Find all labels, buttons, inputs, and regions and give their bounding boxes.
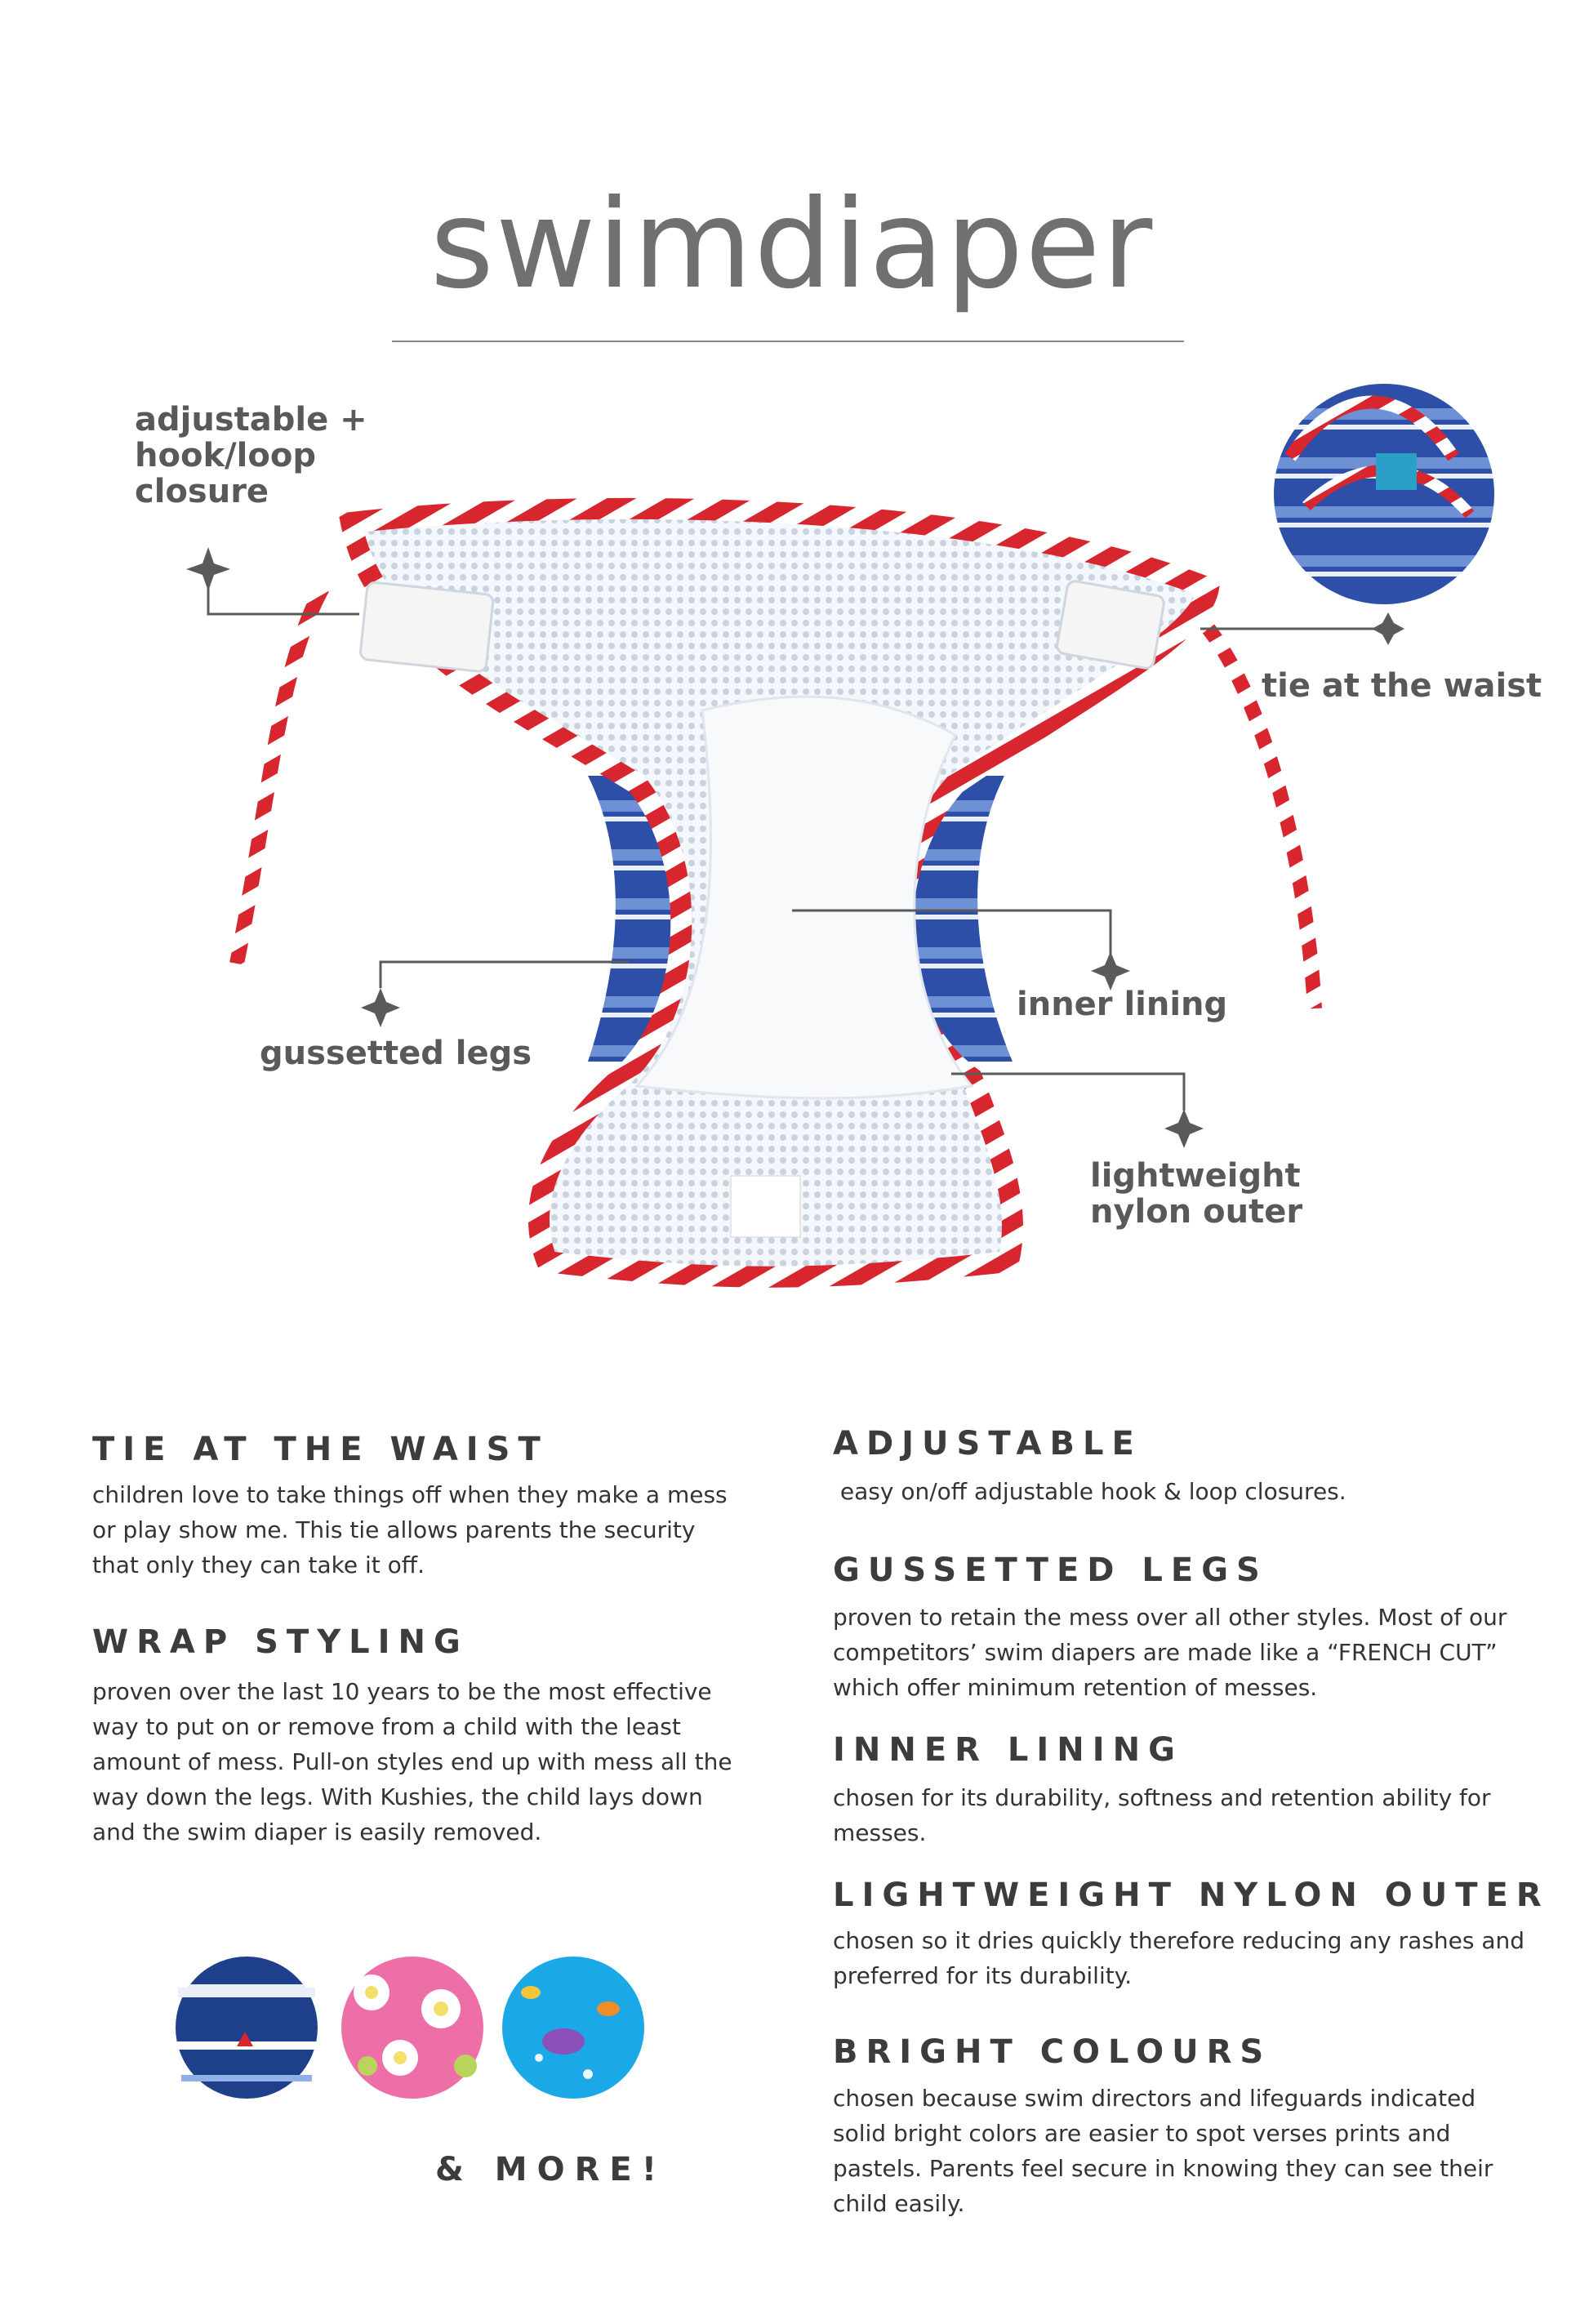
callout-lining: inner lining: [1017, 986, 1228, 1023]
body-adjustable: easy on/off adjustable hook & loop closu…: [833, 1478, 1346, 1505]
callout-closure: adjustable + hook/loop closure: [135, 402, 412, 510]
swatch-pink-daisies: [341, 1957, 483, 2099]
body-inner-lining: chosen for its durability, softness and …: [833, 1784, 1491, 1846]
body-lightweight-nylon-outer: chosen so it dries quickly therefore red…: [833, 1927, 1525, 1989]
right-closure-tab: [1056, 580, 1165, 670]
page-title: swimdiaper: [430, 174, 1155, 316]
diaper-image: [186, 384, 1494, 1288]
body-bright-colours: chosen because swim directors and lifegu…: [833, 2085, 1493, 2217]
heading-lightweight-nylon-outer: LIGHTWEIGHT NYLON OUTER: [833, 1877, 1550, 1914]
left-closure-tab: [358, 581, 495, 673]
tie-detail-inset: [1274, 384, 1494, 604]
care-label: [730, 1175, 801, 1238]
body-gussetted-legs: proven to retain the mess over all other…: [833, 1604, 1507, 1701]
inner-lining-fabric: [634, 695, 974, 1100]
body-tie-at-waist: children love to take things off when th…: [92, 1481, 728, 1578]
callout-tie: tie at the waist: [1262, 667, 1542, 705]
heading-tie-at-waist: TIE AT THE WAIST: [92, 1431, 549, 1468]
callout-outer-line-2: nylon outer: [1090, 1193, 1303, 1231]
callout-closure-line-2: hook/loop: [135, 437, 316, 474]
heading-adjustable: ADJUSTABLE: [833, 1425, 1142, 1463]
heading-inner-lining: INNER LINING: [833, 1731, 1183, 1769]
swatch-cyan-fish: [502, 1957, 644, 2099]
more-label: & MORE!: [435, 2151, 666, 2188]
left-tie-string: [229, 584, 329, 965]
heading-bright-colours: BRIGHT COLOURS: [833, 2033, 1272, 2071]
callout-legs: gussetted legs: [260, 1035, 532, 1072]
heading-gussetted-legs: GUSSETTED LEGS: [833, 1552, 1268, 1589]
callout-closure-line-1: adjustable +: [135, 401, 367, 439]
swatch-navy-stripes: [176, 1957, 318, 2099]
callout-outer-line-1: lightweight: [1090, 1157, 1301, 1195]
callout-closure-line-3: closure: [135, 473, 269, 510]
callout-outer: lightweight nylon outer: [1090, 1158, 1302, 1230]
body-wrap-styling: proven over the last 10 years to be the …: [92, 1678, 732, 1845]
title-underline: [392, 341, 1184, 342]
right-tie-string: [1202, 624, 1322, 1009]
heading-wrap-styling: WRAP STYLING: [92, 1623, 469, 1661]
